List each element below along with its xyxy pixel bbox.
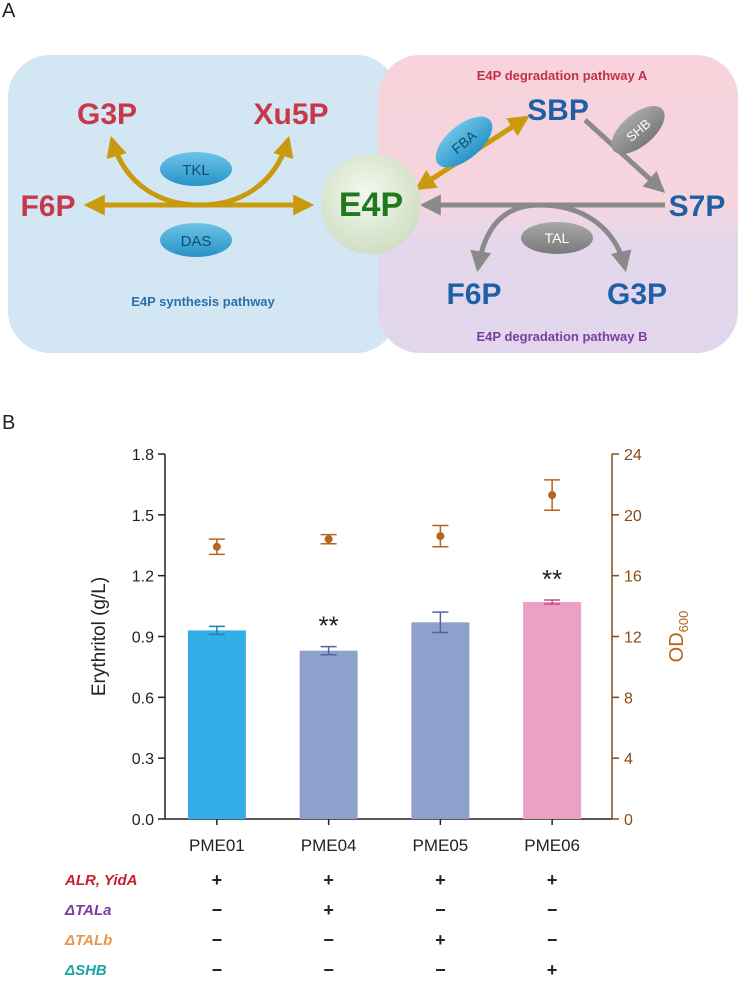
genotype-sign: + (323, 900, 334, 920)
genotype-sign: + (211, 870, 223, 890)
pathway-diagram: E4P synthesis pathway E4P degradation pa… (8, 55, 738, 353)
left-axis-tick-label: 1.2 (132, 569, 154, 586)
g3p-left-label: G3P (77, 98, 137, 131)
genotype-sign: − (211, 960, 223, 980)
right-axis-tick-label: 0 (624, 812, 633, 829)
erythritol-bar (523, 602, 582, 819)
right-axis-tick-label: 12 (624, 630, 642, 647)
genotype-row: ΔTALa − + − − (0, 900, 746, 928)
right-axis-tick-label: 20 (624, 508, 642, 525)
erythritol-bar (299, 650, 358, 819)
panel-a-label: A (2, 0, 16, 22)
tal-enzyme (521, 222, 593, 254)
genotype-sign: + (546, 870, 558, 890)
od-point (548, 491, 557, 500)
erythritol-chart: 0.0 0.3 0.6 0.9 1.2 1.5 1.8 0 4 8 12 16 20 24Erythrit… (89, 447, 691, 855)
right-axis-tick-label: 24 (624, 447, 642, 464)
genotype-sign: + (435, 930, 446, 950)
significance-annotation: ** (542, 564, 562, 594)
fba-enzyme (435, 116, 493, 168)
genotype-sign: − (211, 930, 223, 950)
right-axis-title-sub: 600 (676, 611, 691, 633)
genotype-row: ΔTALb − − + − (0, 930, 746, 958)
arrow-to-g3p (106, 135, 201, 208)
genotype-row: ALR, YidA + + + + (0, 870, 746, 898)
degradation-pathway-a-title: E4P degradation pathway A (477, 68, 648, 83)
od-point (436, 532, 445, 541)
left-axis-tick-label: 0.3 (132, 751, 154, 768)
das-label: DAS (181, 233, 212, 250)
left-axis-tick-label: 0.9 (132, 630, 154, 647)
tal-label: TAL (545, 230, 570, 246)
s7p-label: S7P (669, 190, 726, 223)
right-axis-title-main: OD (666, 632, 688, 662)
genotype-sign: − (546, 900, 558, 920)
genotype-label: ALR, YidA (65, 872, 138, 889)
tkl-label: TKL (182, 162, 210, 179)
xu5p-label: Xu5P (253, 98, 328, 131)
genotype-sign: + (323, 870, 334, 890)
right-axis-title: OD600 (666, 611, 691, 663)
arrow-to-xu5p (199, 135, 294, 208)
erythritol-bar (411, 622, 470, 819)
od-point (324, 535, 333, 544)
genotype-sign: − (435, 900, 446, 920)
left-axis-tick-label: 0.6 (132, 690, 154, 707)
arrow-sbp-s7p (583, 118, 666, 193)
category-label: PME04 (301, 836, 357, 855)
left-axis-tick-label: 1.8 (132, 447, 154, 464)
right-axis-tick-label: 4 (624, 751, 633, 768)
e4p-label: E4P (339, 186, 403, 224)
right-axis-tick-label: 16 (624, 569, 642, 586)
synthesis-pathway-title: E4P synthesis pathway (131, 294, 275, 309)
genotype-label: ΔSHB (65, 962, 107, 979)
sbp-label: SBP (527, 94, 589, 127)
genotype-label: ΔTALa (65, 902, 112, 919)
left-axis-title: Erythritol (g/L) (89, 577, 110, 696)
category-label: PME05 (413, 836, 469, 855)
genotype-sign: + (546, 960, 558, 980)
left-axis-tick-label: 0.0 (132, 812, 154, 829)
genotype-sign: − (323, 930, 334, 950)
significance-annotation: ** (319, 611, 339, 641)
genotype-sign: − (323, 960, 334, 980)
e4p-node (321, 154, 421, 254)
od-point (212, 542, 221, 551)
genotype-sign: + (435, 870, 446, 890)
category-label: PME01 (189, 836, 245, 855)
left-axis-tick-label: 1.5 (132, 508, 154, 525)
degradation-pathway-b-title: E4P degradation pathway B (477, 329, 648, 344)
f6p-right-label: F6P (446, 278, 501, 311)
shb-enzyme (611, 106, 665, 154)
category-label: PME06 (524, 836, 580, 855)
right-axis-tick-label: 8 (624, 690, 633, 707)
erythritol-bar (187, 630, 246, 819)
genotype-sign: − (211, 900, 223, 920)
tkl-enzyme (160, 152, 232, 186)
panel-b-label: B (2, 412, 16, 434)
genotype-sign: − (546, 930, 558, 950)
arrow-to-g3p-right (539, 202, 632, 273)
arrow-to-f6p-right (470, 202, 541, 273)
f6p-left-label: F6P (20, 190, 75, 223)
genotype-sign: − (435, 960, 446, 980)
g3p-right-label: G3P (607, 278, 667, 311)
genotype-label: ΔTALb (65, 932, 113, 949)
genotype-row: ΔSHB − − − + (0, 960, 746, 988)
das-enzyme (160, 223, 232, 257)
